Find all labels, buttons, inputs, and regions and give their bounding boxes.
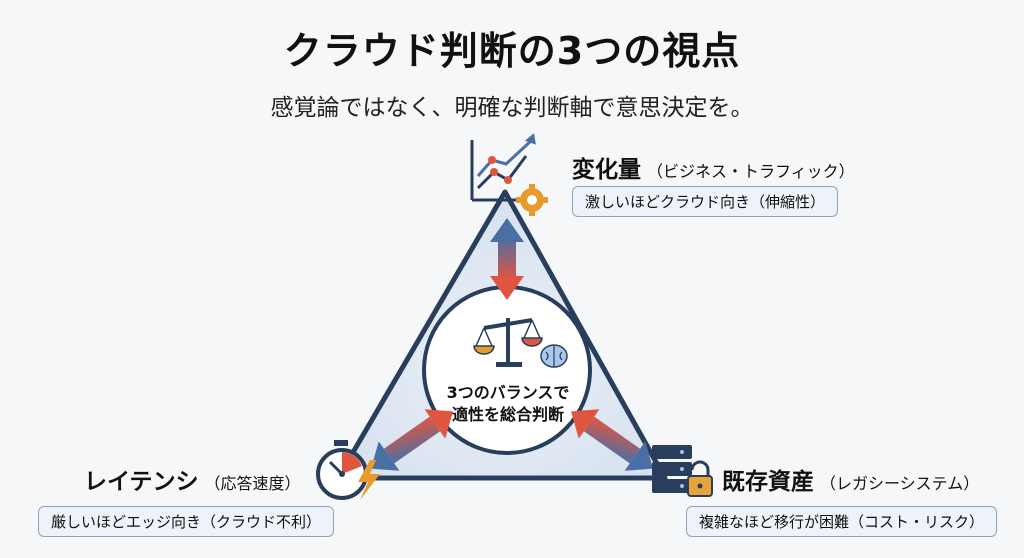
left-double-arrow xyxy=(371,409,453,471)
top-description-box: 激しいほどクラウド向き（伸縮性） xyxy=(572,186,839,217)
growth-chart-gear-icon xyxy=(470,133,548,216)
top-double-arrow xyxy=(490,218,524,300)
right-heading: 既存資産 （レガシーシステム） xyxy=(722,462,979,496)
top-heading-main: 変化量 xyxy=(572,157,641,183)
left-description-box: 厳しいほどエッジ向き（クラウド不利） xyxy=(38,506,335,537)
top-heading-sub: （ビジネス・トラフィック） xyxy=(647,162,855,181)
center-label-line2: 適性を総合判断 xyxy=(451,405,564,424)
stopwatch-lightning-icon xyxy=(316,440,380,500)
left-heading: レイテンシ （応答速度） xyxy=(84,462,301,496)
center-label: 3つのバランスで 適性を総合判断 xyxy=(418,382,598,426)
right-heading-sub: （レガシーシステム） xyxy=(820,474,980,493)
page-subtitle: 感覚論ではなく、明確な判断軸で意思決定を。 xyxy=(270,95,754,121)
center-label-line1: 3つのバランスで xyxy=(446,383,570,402)
right-double-arrow xyxy=(571,409,653,471)
page-title: クラウド判断の3つの視点 xyxy=(283,29,741,73)
center-circle xyxy=(422,285,592,455)
brain-icon xyxy=(540,344,568,368)
top-heading: 変化量 （ビジネス・トラフィック） xyxy=(572,150,855,184)
left-heading-sub: （応答速度） xyxy=(204,474,301,493)
left-heading-main: レイテンシ xyxy=(84,469,199,495)
server-lock-icon xyxy=(652,445,713,497)
balance-scale-icon xyxy=(473,318,543,367)
right-description-box: 複雑なほど移行が困難（コスト・リスク） xyxy=(686,506,998,537)
right-heading-main: 既存資産 xyxy=(722,469,814,495)
